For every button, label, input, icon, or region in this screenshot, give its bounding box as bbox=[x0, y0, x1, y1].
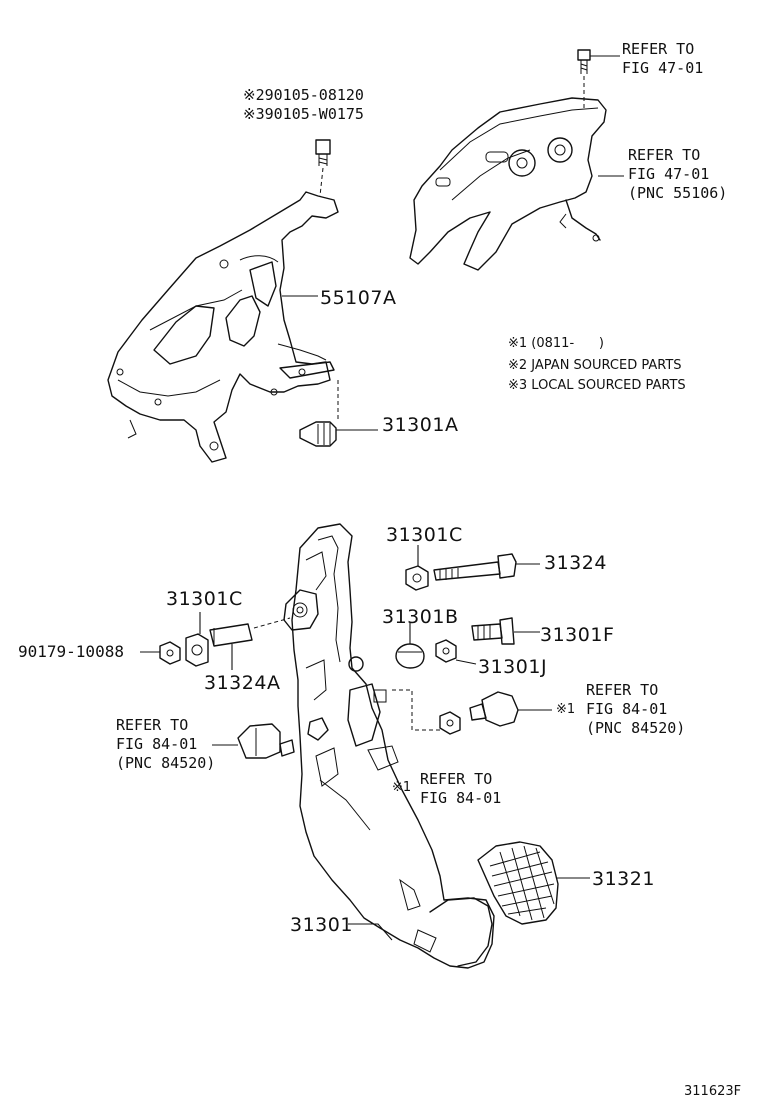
refer-fig-84-01-center: REFER TO FIG 84-01 bbox=[420, 770, 502, 807]
diagram-id: 311623F bbox=[684, 1084, 742, 1099]
bolt-part-numbers: ※290105-08120 ※390105-W0175 bbox=[243, 86, 364, 123]
nut-31301j bbox=[435, 639, 477, 665]
part-31301b-label: 31301B bbox=[382, 606, 459, 628]
note-3: ※3 LOCAL SOURCED PARTS bbox=[508, 378, 686, 393]
part-55107a-label: 55107A bbox=[320, 287, 397, 309]
mark-1-right: ※1 bbox=[556, 702, 576, 717]
stop-lamp-switch-right bbox=[392, 689, 552, 735]
note-2: ※2 JAPAN SOURCED PARTS bbox=[508, 358, 682, 373]
part-31324-label: 31324 bbox=[544, 552, 607, 574]
mark-1-center: ※1 bbox=[392, 780, 412, 795]
left-bushing-parts bbox=[140, 612, 291, 670]
nut-31301c-upper bbox=[405, 545, 429, 591]
part-31321-label: 31321 bbox=[592, 868, 655, 890]
part-90179-label: 90179-10088 bbox=[18, 642, 124, 661]
cap-31301b bbox=[395, 622, 425, 669]
part-31301j-label: 31301J bbox=[478, 656, 548, 678]
brake-pedal-arm-31301 bbox=[283, 523, 495, 969]
part-31301c-top-label: 31301C bbox=[386, 524, 463, 546]
refer-fig-84-01-left: REFER TO FIG 84-01 (PNC 84520) bbox=[116, 716, 216, 772]
screw-31301f bbox=[471, 617, 540, 645]
stop-switch-31301a bbox=[299, 380, 378, 447]
part-31301a-label: 31301A bbox=[382, 414, 459, 436]
bolt-31324 bbox=[433, 553, 540, 581]
stop-lamp-switch-left bbox=[212, 723, 295, 759]
part-31301f-label: 31301F bbox=[540, 624, 615, 646]
note-1: ※1 (0811- ) bbox=[508, 336, 605, 351]
refer-fig-47-01-top: REFER TO FIG 47-01 bbox=[622, 40, 704, 77]
refer-fig-47-01-pnc: REFER TO FIG 47-01 (PNC 55106) bbox=[628, 146, 728, 202]
upper-bracket-55106 bbox=[409, 49, 624, 271]
part-31301-label: 31301 bbox=[290, 914, 353, 936]
refer-fig-84-01-right: REFER TO FIG 84-01 (PNC 84520) bbox=[586, 681, 686, 737]
bracket-55107a bbox=[107, 139, 339, 463]
part-31324a-label: 31324A bbox=[204, 672, 281, 694]
pedal-pad-31321 bbox=[477, 841, 590, 925]
part-31301c-left-label: 31301C bbox=[166, 588, 243, 610]
